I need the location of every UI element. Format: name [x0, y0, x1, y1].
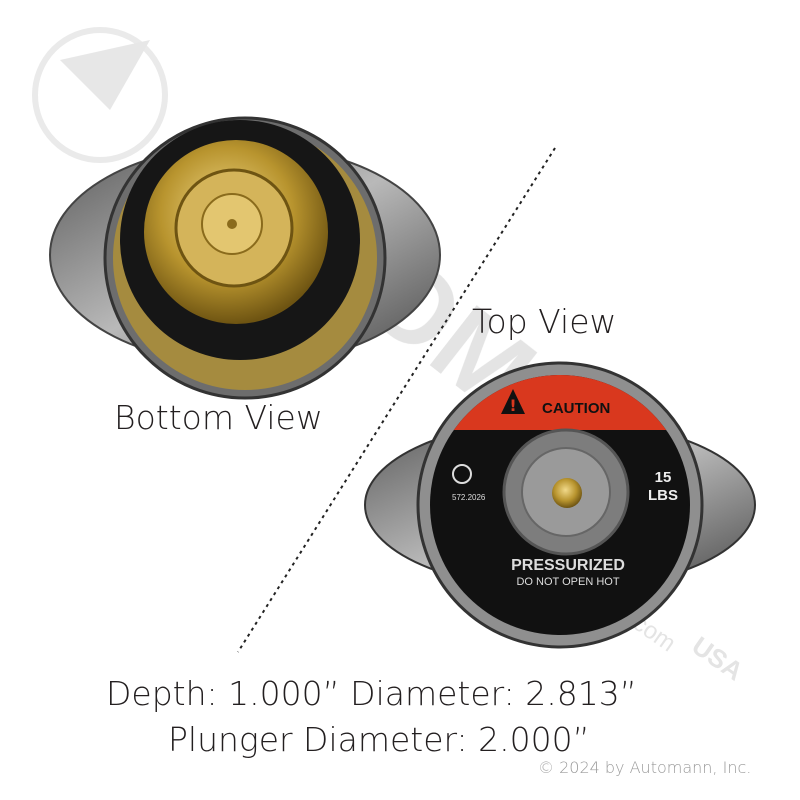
- svg-text:PRESSURIZED: PRESSURIZED: [511, 557, 625, 574]
- copyright-notice: © 2024 by Automann, Inc.: [538, 758, 752, 777]
- caution-text: CAUTION: [542, 400, 610, 417]
- bottom-view-label: Bottom View: [114, 398, 323, 437]
- plunger-spec: Plunger Diameter: 2.000”: [168, 720, 590, 759]
- warning-icon: [501, 389, 525, 414]
- svg-text:572.2026: 572.2026: [452, 493, 486, 502]
- svg-text:LBS: LBS: [648, 487, 678, 504]
- top-view-label: Top View: [472, 302, 617, 341]
- dimensions-spec: Depth: 1.000” Diameter: 2.813”: [106, 674, 637, 713]
- brand-logo-icon: [452, 464, 472, 484]
- svg-text:15: 15: [655, 469, 672, 486]
- svg-text:!: !: [509, 396, 516, 415]
- dotted-divider: [237, 147, 556, 653]
- bottom-view-cap: [49, 116, 441, 400]
- top-view-cap: ! CAUTION 572.2026 15 LBS PRESSURIZED DO…: [364, 361, 756, 649]
- svg-text:USA: USA: [687, 630, 749, 686]
- brass-plunger: [552, 478, 582, 508]
- svg-text:DO NOT OPEN HOT: DO NOT OPEN HOT: [516, 576, 619, 588]
